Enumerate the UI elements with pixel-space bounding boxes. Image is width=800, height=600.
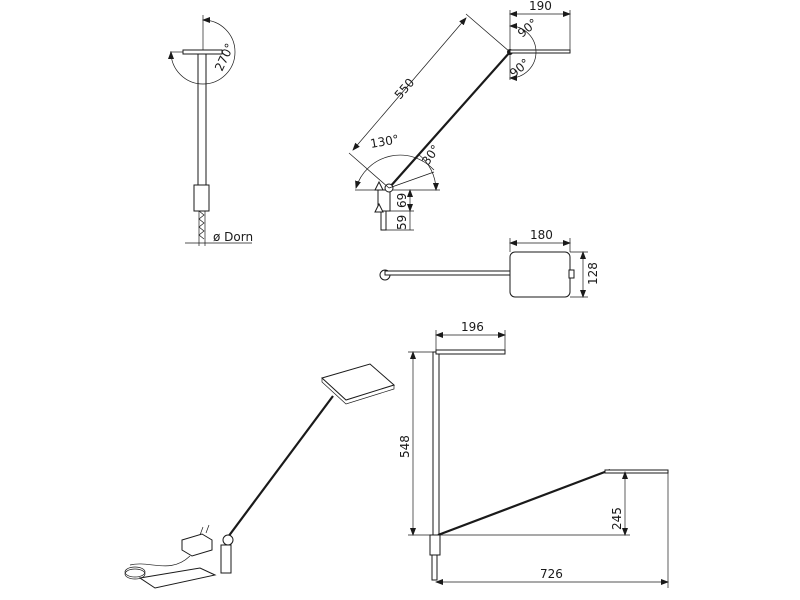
vertical-arm (432, 351, 440, 536)
top-view: 180 128 (379, 228, 600, 298)
head-front (435, 349, 506, 355)
perspective-view (124, 363, 396, 589)
base-plate (138, 567, 217, 589)
angle-270-label: 270° (212, 41, 237, 73)
dim-726-label: 726 (540, 567, 563, 581)
power-adapter (181, 533, 213, 557)
base-block (193, 184, 210, 212)
angle-30-label: 30° (419, 142, 443, 167)
dim-550 (352, 17, 467, 151)
dim-196-label: 196 (461, 320, 484, 334)
lamp-pole (197, 53, 207, 186)
rotation-arc (168, 17, 236, 85)
angle-130-label: 130° (369, 132, 400, 151)
arm-top (384, 270, 511, 276)
front-view: 196 548 245 726 (398, 320, 669, 588)
side-view: 270° ø Dorn (168, 15, 253, 246)
dim-69-label: 69 (395, 193, 409, 208)
lower-arm (437, 468, 611, 537)
angled-view: 550 190 90° 90° 130° 30° 69 59 (348, 0, 571, 231)
dim-59-label: 59 (395, 215, 409, 230)
angle-90-up-label: 90° (515, 16, 540, 40)
dim-190-label: 190 (529, 0, 552, 13)
head-top (509, 251, 571, 298)
lamp-arm (388, 51, 511, 189)
lamp-head (509, 49, 571, 54)
angle-90-down-label: 90° (507, 56, 532, 80)
head-perspective (321, 363, 396, 401)
dim-128-label: 128 (586, 262, 600, 285)
dorn-label: ø Dorn (213, 230, 253, 244)
lamp-head-side (182, 49, 223, 55)
dim-548-label: 548 (398, 435, 412, 458)
thread (198, 210, 205, 240)
dim-245-label: 245 (610, 507, 624, 530)
dim-180-label: 180 (530, 228, 553, 242)
